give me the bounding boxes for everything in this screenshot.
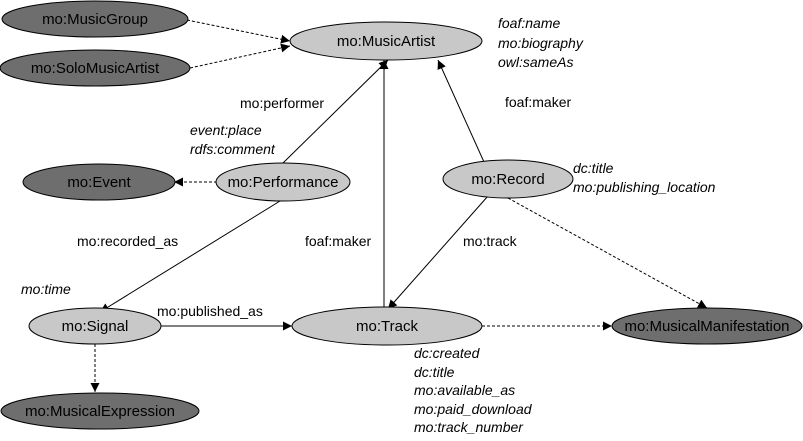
- edge-musicgroup-to-musicartist: [186, 19, 291, 44]
- edge-label-track-maker: foaf:maker: [305, 233, 371, 249]
- label-solo-music-artist: mo:SoloMusicArtist: [31, 60, 160, 77]
- label-musical-expression: mo:MusicalExpression: [25, 403, 175, 420]
- track-property: dc:title: [414, 364, 455, 380]
- edge-record-maker: [437, 59, 485, 163]
- label-record: mo:Record: [471, 171, 544, 188]
- track-property: mo:paid_download: [414, 401, 533, 417]
- label-music-group: mo:MusicGroup: [42, 11, 148, 28]
- node-solo-music-artist[interactable]: [0, 49, 191, 87]
- music-artist-property: mo:biography: [498, 35, 584, 51]
- track-property: mo:track_number: [414, 419, 524, 435]
- edge-soloartist-to-musicartist: [189, 43, 291, 69]
- label-music-artist: mo:MusicArtist: [337, 33, 436, 50]
- music-artist-property: owl:sameAs: [498, 54, 573, 70]
- music-artist-property: foaf:name: [498, 15, 560, 31]
- node-track[interactable]: [291, 306, 483, 346]
- edge-record-track: [387, 195, 489, 310]
- label-event: mo:Event: [67, 174, 131, 191]
- node-music-artist[interactable]: [289, 21, 483, 61]
- node-event[interactable]: [22, 163, 176, 201]
- edges: [90, 19, 708, 392]
- node-signal[interactable]: [28, 307, 162, 345]
- label-musical-manifestation: mo:MusicalManifestation: [624, 318, 789, 335]
- edge-label-performer: mo:performer: [240, 95, 324, 111]
- node-record[interactable]: [442, 159, 574, 199]
- label-performance: mo:Performance: [228, 174, 339, 191]
- node-music-group[interactable]: [1, 0, 189, 38]
- label-signal: mo:Signal: [62, 318, 129, 335]
- edge-label-recorded-as: mo:recorded_as: [77, 233, 178, 249]
- performance-property: rdfs:comment: [190, 141, 276, 157]
- track-property: mo:available_as: [414, 382, 515, 398]
- record-property: mo:publishing_location: [573, 179, 716, 195]
- edge-label-record-track: mo:track: [463, 233, 518, 249]
- edge-performance-recorded-as: [99, 200, 281, 313]
- edge-label-record-maker: foaf:maker: [505, 94, 571, 110]
- edge-labels: mo:performer mo:recorded_as foaf:maker f…: [77, 94, 571, 319]
- track-property: dc:created: [414, 345, 481, 361]
- node-labels: mo:MusicGroup mo:SoloMusicArtist mo:Musi…: [25, 11, 790, 420]
- edge-performance-performer: [282, 59, 389, 164]
- property-lists: foaf:name mo:biography owl:sameAs event:…: [21, 15, 716, 435]
- node-performance[interactable]: [215, 162, 351, 202]
- record-property: dc:title: [573, 160, 614, 176]
- edge-label-published-as: mo:published_as: [157, 303, 263, 319]
- node-musical-manifestation[interactable]: [611, 307, 803, 345]
- signal-property: mo:time: [21, 281, 71, 297]
- nodes: [0, 0, 803, 430]
- edge-record-to-manifestation: [507, 197, 708, 309]
- performance-property: event:place: [190, 122, 262, 138]
- label-track: mo:Track: [356, 318, 418, 335]
- node-musical-expression[interactable]: [0, 392, 200, 430]
